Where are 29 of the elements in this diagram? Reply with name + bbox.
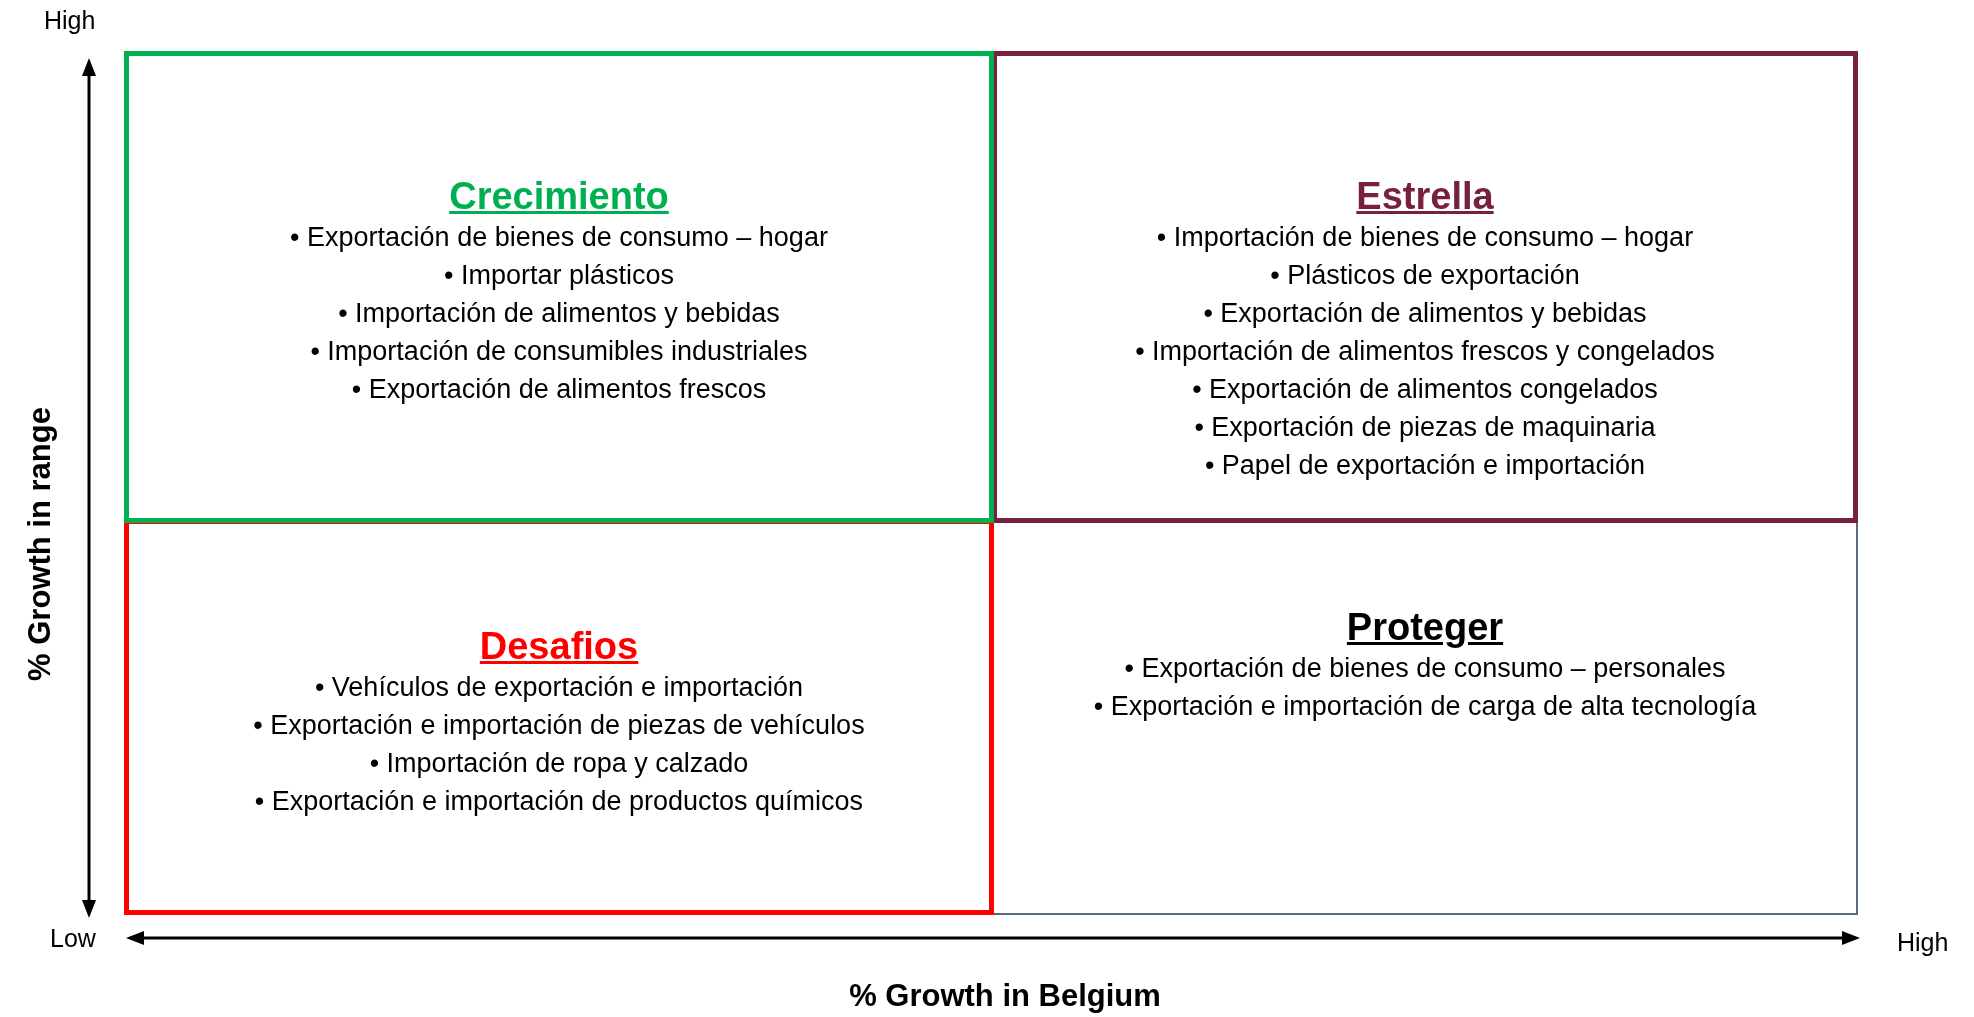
- axis-end-label: High: [44, 6, 96, 35]
- bullet-item: • Importar plásticos: [443, 259, 675, 292]
- bullet-item: • Importación de bienes de consumo – hogar: [1155, 221, 1695, 254]
- bullet-item: • Exportación e importación de productos químicos: [253, 785, 865, 818]
- bullet-item: • Papel de exportación e importación: [1203, 449, 1647, 482]
- quadrant-box: [124, 51, 994, 523]
- bullet-item: • Exportación de alimentos congelados: [1191, 373, 1659, 406]
- quadrant-box: [992, 51, 1858, 523]
- bullet-item: • Exportación de alimentos y bebidas: [1202, 297, 1648, 330]
- quadrant-title: Proteger: [1346, 605, 1504, 649]
- quadrant-title: Desafios: [479, 624, 639, 668]
- bullet-item: • Plásticos de exportación: [1269, 259, 1581, 292]
- axis-end-label: High: [1897, 928, 1949, 957]
- quadrant-title: Crecimiento: [449, 174, 669, 218]
- bullet-item: • Importación de alimentos frescos y congelados: [1134, 335, 1716, 368]
- bullet-item: • Exportación de bienes de consumo – personales: [1123, 652, 1727, 685]
- y-axis-title: % Growth in range: [22, 407, 58, 681]
- bullet-item: • Exportación e importación de carga de alta tecnología: [1092, 690, 1758, 723]
- bullet-item: • Exportación de piezas de maquinaria: [1193, 411, 1657, 444]
- quadrant-title: Estrella: [1356, 174, 1494, 218]
- bullet-item: • Exportación de bienes de consumo – hogar: [289, 221, 829, 254]
- bullet-item: • Vehículos de exportación e importación: [313, 671, 805, 704]
- bullet-item: • Importación de ropa y calzado: [368, 747, 750, 780]
- bullet-item: • Importación de alimentos y bebidas: [337, 297, 781, 330]
- bullet-item: • Exportación e importación de piezas de vehículos: [252, 709, 866, 742]
- bullet-item: • Importación de consumibles industriales: [309, 335, 809, 368]
- bullet-item: • Exportación de alimentos frescos: [350, 373, 768, 406]
- axis-end-label: Low: [50, 924, 96, 953]
- x-axis-title: % Growth in Belgium: [849, 978, 1161, 1014]
